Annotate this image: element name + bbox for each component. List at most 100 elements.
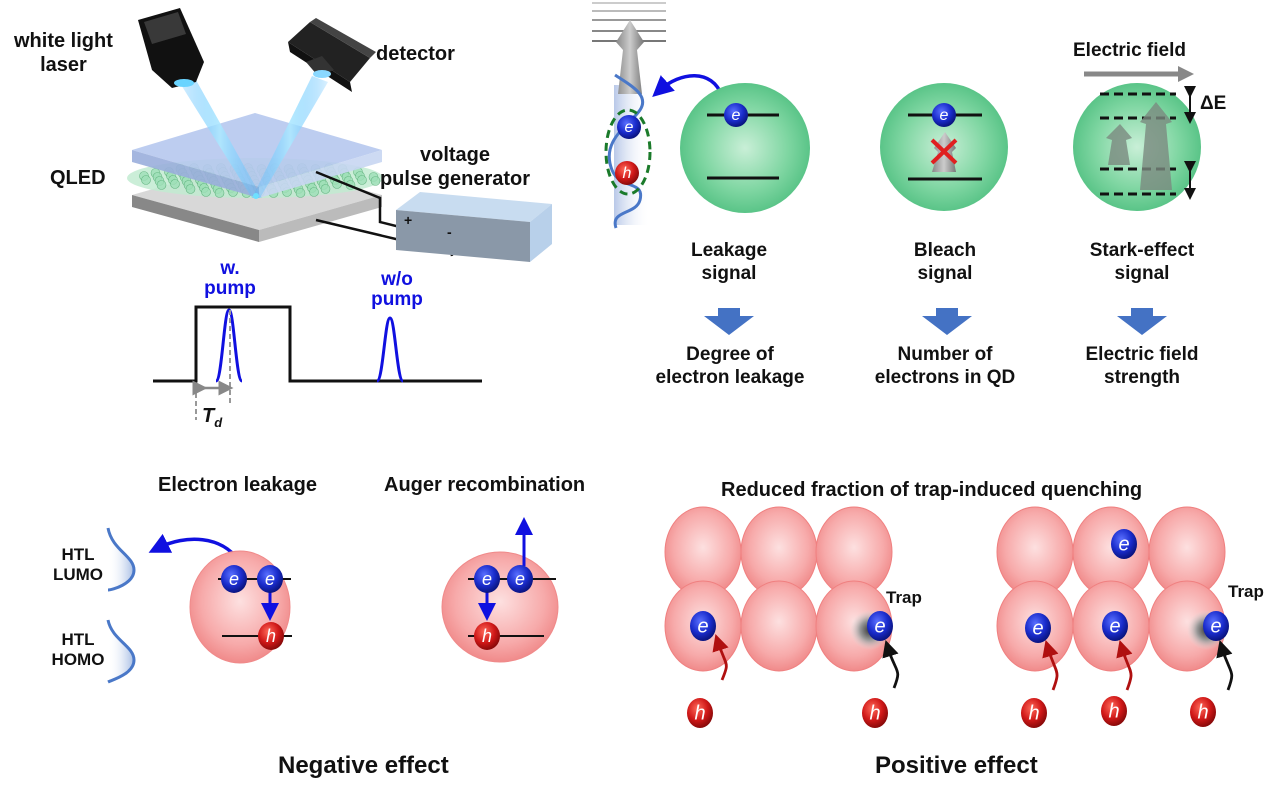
generator-label-line1: voltage bbox=[419, 144, 491, 166]
quantum-dot bbox=[320, 184, 331, 194]
signal-name-bleach: Bleach signal bbox=[880, 240, 1010, 286]
quantum-dot bbox=[170, 179, 180, 189]
signal-meaning-line1: Degree of bbox=[686, 344, 774, 365]
capture-arrow bbox=[1216, 639, 1234, 691]
detector-label: detector bbox=[376, 43, 455, 65]
laser-label-line2: laser bbox=[40, 54, 87, 76]
blocked-transition-cross-icon bbox=[930, 138, 958, 165]
svg-text:e: e bbox=[697, 615, 708, 637]
electron-icon: e bbox=[507, 565, 533, 593]
svg-text:e: e bbox=[1109, 615, 1120, 637]
svg-text:e: e bbox=[265, 569, 275, 589]
minus-terminal: - bbox=[447, 224, 452, 240]
generator-label-line2: pulse generator bbox=[379, 168, 531, 190]
signal-meaning-leakage: Degree of electron leakage bbox=[640, 344, 820, 390]
signal-name-leakage: Leakage signal bbox=[664, 240, 794, 286]
capture-arrow bbox=[1116, 639, 1133, 691]
leakage-signal-graphic bbox=[592, 2, 810, 229]
delay-symbol: T bbox=[202, 405, 215, 427]
htl-lumo-line2: LUMO bbox=[52, 565, 104, 585]
trap-label: Trap bbox=[1228, 582, 1264, 601]
delay-label: Td bbox=[202, 404, 222, 431]
htl-lumo-label: HTL LUMO bbox=[50, 545, 106, 586]
signal-meaning-line2: electron leakage bbox=[655, 366, 805, 388]
svg-text:e: e bbox=[1210, 615, 1221, 637]
plus-terminal: + bbox=[404, 212, 413, 228]
svg-text:e: e bbox=[482, 569, 492, 589]
auger-title: Auger recombination bbox=[384, 474, 586, 496]
without-pump-label: w/o pump bbox=[362, 270, 432, 310]
hole-icon: h bbox=[1101, 696, 1127, 726]
negative-effect-caption: Negative effect bbox=[278, 752, 449, 779]
detector-icon bbox=[288, 18, 376, 92]
electron-icon: e bbox=[1111, 529, 1137, 559]
svg-text:h: h bbox=[1028, 702, 1039, 724]
htl-homo-line2: HOMO bbox=[51, 650, 105, 670]
signal-meaning-line2: strength bbox=[1104, 366, 1180, 388]
electron-icon: e bbox=[867, 611, 893, 641]
hole-icon: h bbox=[615, 161, 639, 185]
signal-meaning-bleach: Number of electrons in QD bbox=[860, 344, 1030, 390]
signal-meaning-line1: Number of bbox=[897, 344, 993, 365]
pulse-timing-diagram bbox=[153, 305, 482, 420]
pulse-generator bbox=[315, 170, 552, 262]
with-pump-line1: w. bbox=[220, 258, 240, 279]
svg-text:e: e bbox=[732, 107, 741, 124]
hole-icon: h bbox=[1021, 698, 1047, 728]
delta-e-label: ΔE bbox=[1200, 93, 1227, 114]
electron-icon: e bbox=[724, 103, 748, 127]
electron-icon: e bbox=[617, 115, 641, 139]
quantum-dot bbox=[201, 187, 211, 197]
signal-name-line1: Leakage bbox=[690, 240, 768, 261]
svg-text:e: e bbox=[940, 107, 949, 124]
qd-arrays bbox=[664, 506, 1234, 691]
with-pump-line2: pump bbox=[204, 277, 256, 299]
electron-icon: e bbox=[221, 565, 247, 593]
svg-text:e: e bbox=[1032, 617, 1043, 639]
svg-text:h: h bbox=[869, 702, 880, 724]
electron-leakage-graphic bbox=[106, 527, 292, 684]
svg-text:e: e bbox=[515, 569, 525, 589]
capture-arrow bbox=[882, 639, 900, 689]
quantum-dot bbox=[357, 175, 367, 185]
htl-homo-line1: HTL bbox=[61, 630, 95, 649]
capture-arrow bbox=[1042, 639, 1059, 691]
signal-meaning-line1: Electric field bbox=[1085, 344, 1199, 365]
hole-icon: h bbox=[1190, 697, 1216, 727]
svg-text:h: h bbox=[1108, 700, 1119, 722]
capture-arrow bbox=[712, 634, 729, 681]
quantum-dot bbox=[309, 187, 319, 197]
positive-title: Reduced fraction of trap-induced quenchi… bbox=[721, 479, 1143, 501]
hole-icon: h bbox=[862, 698, 888, 728]
generator-label: voltage pulse generator bbox=[350, 143, 560, 191]
svg-text:e: e bbox=[874, 615, 885, 637]
delay-subscript: d bbox=[214, 415, 223, 430]
trap-label: Trap bbox=[886, 588, 922, 607]
quantum-dot bbox=[295, 188, 306, 198]
with-pump-label: w. pump bbox=[200, 259, 260, 299]
svg-text:h: h bbox=[1197, 701, 1208, 723]
quantum-dot bbox=[740, 580, 818, 672]
without-pump-line2: pump bbox=[371, 288, 423, 310]
electron-icon: e bbox=[1025, 613, 1051, 643]
flow-arrows bbox=[704, 308, 1167, 335]
electron-icon: e bbox=[932, 103, 956, 127]
bleach-signal-graphic bbox=[880, 83, 1008, 211]
qled-device bbox=[127, 113, 383, 242]
laser-label: white light laser bbox=[14, 29, 113, 77]
signal-name-line1: Bleach bbox=[913, 240, 977, 261]
down-arrow-icon bbox=[704, 308, 754, 335]
laser-label-line1: white light bbox=[14, 30, 113, 52]
signal-meaning-stark: Electric field strength bbox=[1062, 344, 1222, 390]
electron-icon: e bbox=[474, 565, 500, 593]
signal-name-stark: Stark-effect signal bbox=[1072, 240, 1212, 286]
positive-effect-caption: Positive effect bbox=[875, 752, 1038, 779]
svg-text:e: e bbox=[1118, 533, 1129, 555]
hole-icon: h bbox=[474, 622, 500, 650]
down-arrow-icon bbox=[922, 308, 972, 335]
svg-text:h: h bbox=[266, 626, 276, 646]
signal-name-line2: signal bbox=[701, 262, 757, 284]
